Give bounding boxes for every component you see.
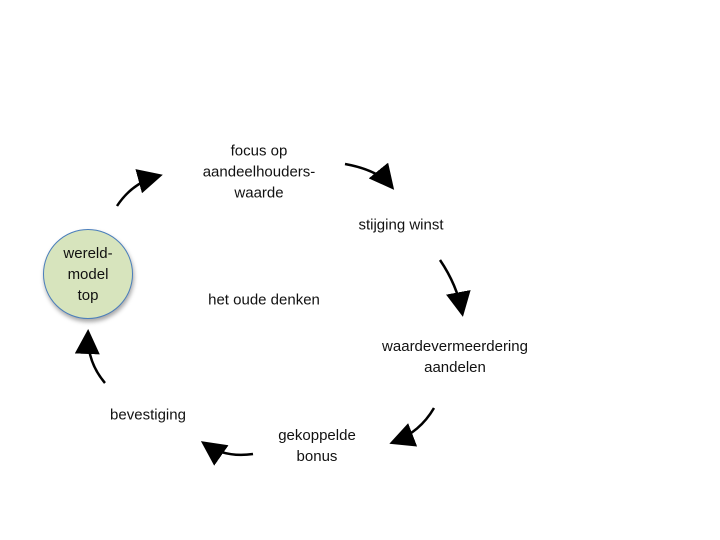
arrow-waardevermeerdering-to-gekoppelde-icon [389, 407, 436, 447]
center-label: het oude denken [208, 291, 320, 309]
node-gekoppelde-bonus: gekoppelde bonus [278, 427, 356, 465]
node-bevestiging: bevestiging [110, 406, 186, 424]
arrow-bevestiging-to-circle-icon [74, 329, 106, 384]
wereldmodel-circle: wereld- model top [43, 229, 133, 319]
node-stijging-winst: stijging winst [358, 216, 444, 234]
arrow-stijging-to-waardevermeerdering-icon [438, 259, 471, 317]
node-focus-op-aandeelhouderswaarde: focus op aandeelhouders- waarde [202, 142, 316, 202]
arrow-circle-to-focus-icon [115, 169, 163, 207]
arrow-gekoppelde-to-bevestiging-icon [200, 441, 254, 466]
arrow-focus-to-stijging-icon [344, 162, 395, 190]
node-waardevermeerdering-aandelen: waardevermeerdering aandelen [382, 338, 528, 376]
circle-label: wereld- model top [63, 244, 113, 304]
